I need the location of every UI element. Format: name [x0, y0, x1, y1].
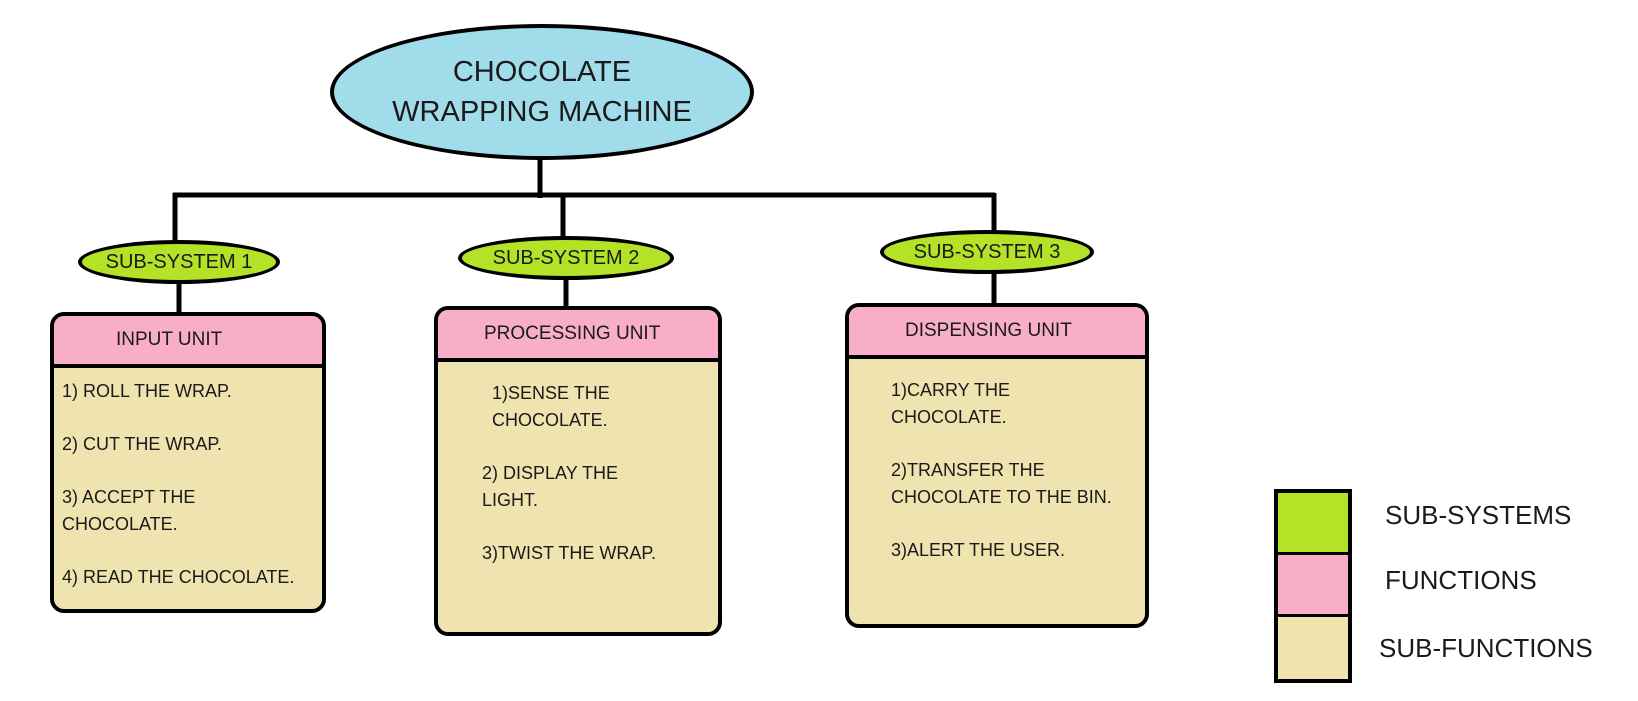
subfunction-item: 3)ALERT THE USER.	[891, 540, 1066, 560]
subsystem-2-label: SUB-SYSTEM 2	[492, 246, 640, 269]
subfunction-item: 1)CARRY THE CHOCOLATE.	[891, 380, 1011, 427]
subsystem-1-label: SUB-SYSTEM 1	[105, 250, 253, 273]
subsystem-2-oval: SUB-SYSTEM 2	[458, 236, 674, 280]
legend-swatch-subsystems	[1274, 489, 1352, 555]
function-header: INPUT UNIT	[54, 316, 322, 368]
root-node: CHOCOLATE WRAPPING MACHINE	[330, 24, 754, 160]
subfunction-item: 4) READ THE CHOCOLATE.	[62, 567, 295, 587]
subfunction-list: 1)SENSE THE CHOCOLATE. 2) DISPLAY THE LI…	[438, 362, 718, 567]
subfunction-item: 3)TWIST THE WRAP.	[482, 543, 657, 563]
subsystem-3-label: SUB-SYSTEM 3	[913, 240, 1061, 263]
subsystem-3-oval: SUB-SYSTEM 3	[880, 230, 1094, 274]
subfunction-item: 2) DISPLAY THE LIGHT.	[482, 463, 619, 510]
function-box-dispensing-unit: DISPENSING UNIT 1)CARRY THE CHOCOLATE. 2…	[845, 303, 1149, 628]
legend-label-subsystems: SUB-SYSTEMS	[1385, 500, 1572, 530]
subfunction-item: 1)SENSE THE CHOCOLATE.	[492, 383, 610, 430]
subfunction-list: 1)CARRY THE CHOCOLATE. 2)TRANSFER THE CH…	[849, 359, 1145, 564]
function-label: INPUT UNIT	[116, 329, 223, 350]
function-header: PROCESSING UNIT	[438, 310, 718, 362]
subsystem-1-oval: SUB-SYSTEM 1	[78, 240, 280, 284]
function-box-input-unit: INPUT UNIT 1) ROLL THE WRAP. 2) CUT THE …	[50, 312, 326, 613]
subfunction-item: 3) ACCEPT THE CHOCOLATE.	[62, 487, 196, 534]
legend-swatch-subfunctions	[1274, 617, 1352, 683]
function-label: PROCESSING UNIT	[484, 323, 661, 344]
subfunction-item: 2) CUT THE WRAP.	[62, 434, 223, 454]
subfunction-item: 2)TRANSFER THE CHOCOLATE TO THE BIN.	[891, 460, 1112, 507]
legend-swatch-functions	[1274, 555, 1352, 617]
function-header: DISPENSING UNIT	[849, 307, 1145, 359]
function-label: DISPENSING UNIT	[905, 320, 1072, 341]
root-title: CHOCOLATE WRAPPING MACHINE	[392, 56, 692, 128]
subfunction-list: 1) ROLL THE WRAP. 2) CUT THE WRAP. 3) AC…	[54, 368, 322, 591]
subfunction-item: 1) ROLL THE WRAP.	[62, 381, 232, 401]
function-box-processing-unit: PROCESSING UNIT 1)SENSE THE CHOCOLATE. 2…	[434, 306, 722, 636]
legend-label-subfunctions: SUB-FUNCTIONS	[1379, 633, 1593, 663]
legend-label-functions: FUNCTIONS	[1385, 565, 1537, 595]
